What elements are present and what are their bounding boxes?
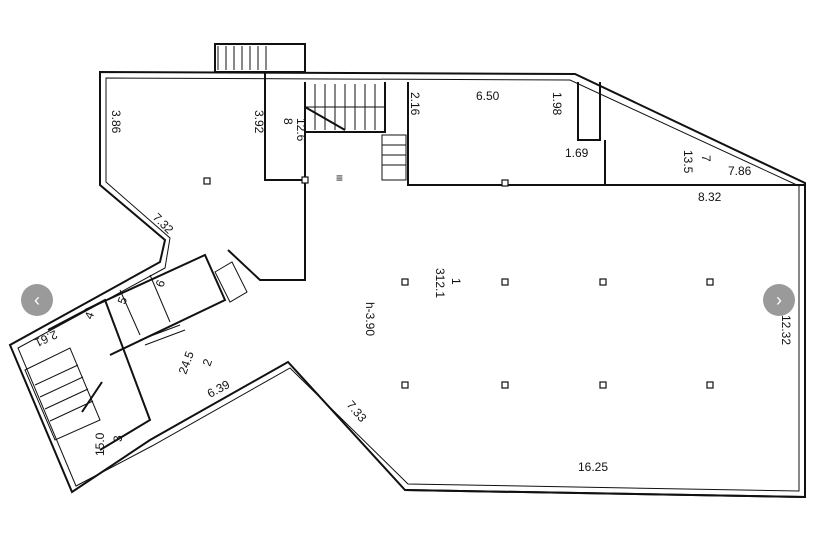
dim-label: 16.25 xyxy=(578,460,608,474)
dim-label: 6.50 xyxy=(476,89,500,103)
walls xyxy=(8,43,806,499)
dim-label: 1.69 xyxy=(565,146,589,160)
dim-label: 1.98 xyxy=(550,92,564,116)
dim-label: 3.86 xyxy=(109,110,123,134)
vent-symbol: ≡ xyxy=(336,171,343,185)
columns xyxy=(203,176,714,389)
toilet-number: 6 xyxy=(153,278,169,289)
chevron-left-icon: ‹ xyxy=(34,290,40,310)
room-number: 1 xyxy=(449,278,463,285)
dim-label: 7.32 xyxy=(150,210,177,237)
room-number: 7 xyxy=(699,155,713,162)
toilet-number: 5 xyxy=(115,295,131,306)
dim-label: 2.16 xyxy=(408,92,422,116)
dim-label: 7.33 xyxy=(344,398,370,425)
room-area: 13.5 xyxy=(681,150,695,174)
toilet-number: 4 xyxy=(82,310,98,321)
carousel-next-button[interactable]: › xyxy=(763,284,795,316)
stairs xyxy=(24,46,407,441)
dim-label: 6.39 xyxy=(205,377,232,400)
ceiling-height: h-3.90 xyxy=(363,302,377,336)
room-number: 8 xyxy=(281,118,295,125)
room-number: 3 xyxy=(111,435,125,442)
dim-label: 3.92 xyxy=(252,110,266,134)
room-area: 15.0 xyxy=(93,432,107,456)
chevron-right-icon: › xyxy=(776,290,782,310)
dim-label: 8.32 xyxy=(698,190,722,204)
carousel-prev-button[interactable]: ‹ xyxy=(21,284,53,316)
room-area: 312.1 xyxy=(433,268,447,298)
room-area: 24.5 xyxy=(176,349,197,376)
dim-label: 7.86 xyxy=(728,164,752,178)
room-number: 2 xyxy=(200,357,216,368)
dim-label: 12.32 xyxy=(779,315,793,345)
room-area: 12.6 xyxy=(294,118,308,142)
